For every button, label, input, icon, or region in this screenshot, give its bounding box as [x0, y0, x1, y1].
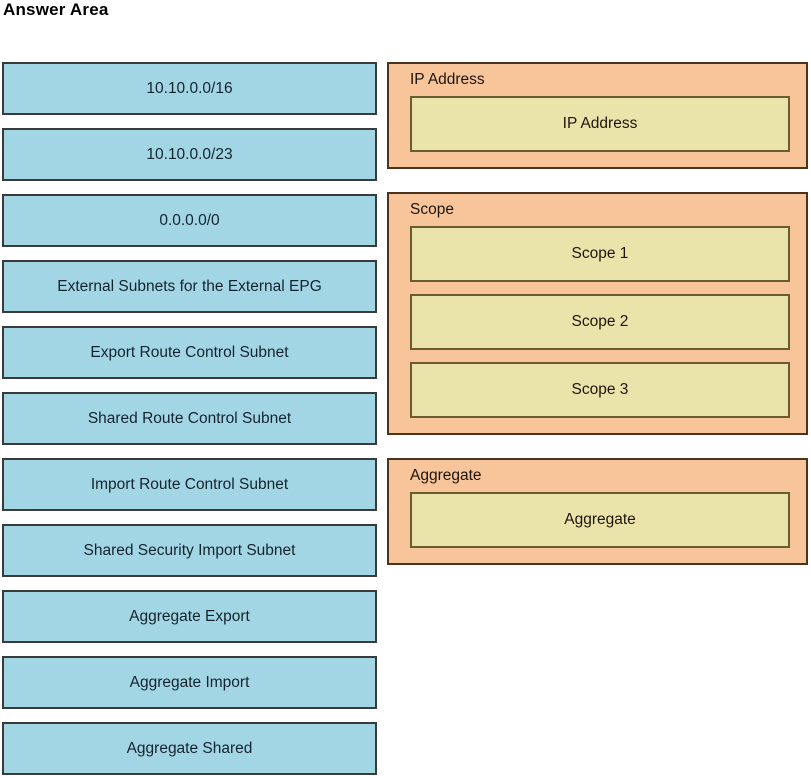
drop-slot-scope-3[interactable]: Scope 3	[410, 362, 790, 418]
drag-item-10-10-0-0-23[interactable]: 10.10.0.0/23	[2, 128, 377, 181]
drag-item-aggregate-shared[interactable]: Aggregate Shared	[2, 722, 377, 775]
drop-slot-scope-1[interactable]: Scope 1	[410, 226, 790, 282]
drag-item-import-route-control-subnet[interactable]: Import Route Control Subnet	[2, 458, 377, 511]
drag-item-0-0-0-0-0[interactable]: 0.0.0.0/0	[2, 194, 377, 247]
drag-item-10-10-0-0-16[interactable]: 10.10.0.0/16	[2, 62, 377, 115]
drop-slot-ip-address[interactable]: IP Address	[410, 96, 790, 152]
drag-item-shared-security-import-subnet[interactable]: Shared Security Import Subnet	[2, 524, 377, 577]
drag-item-export-route-control-subnet[interactable]: Export Route Control Subnet	[2, 326, 377, 379]
group-label: IP Address	[410, 71, 485, 88]
drag-item-aggregate-export[interactable]: Aggregate Export	[2, 590, 377, 643]
drag-item-external-subnets-for-the-external-epg[interactable]: External Subnets for the External EPG	[2, 260, 377, 313]
drop-group-ip-address: IP Address IP Address	[387, 62, 808, 169]
drop-slot-aggregate[interactable]: Aggregate	[410, 492, 790, 548]
drop-slot-scope-2[interactable]: Scope 2	[410, 294, 790, 350]
page-title: Answer Area	[3, 0, 109, 19]
drag-item-shared-route-control-subnet[interactable]: Shared Route Control Subnet	[2, 392, 377, 445]
group-label: Aggregate	[410, 467, 482, 484]
group-label: Scope	[410, 201, 454, 218]
drag-item-aggregate-import[interactable]: Aggregate Import	[2, 656, 377, 709]
